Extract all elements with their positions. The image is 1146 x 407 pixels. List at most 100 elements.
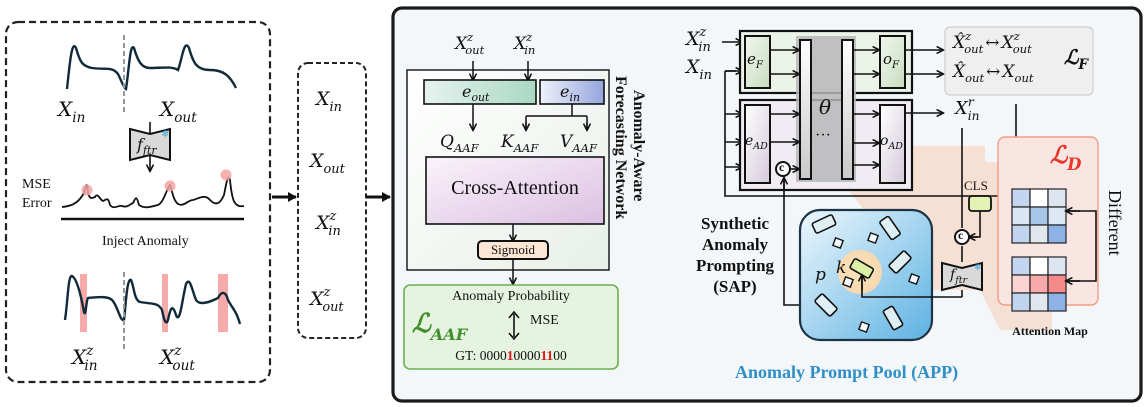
aaf-input-xz-out: Xzout — [455, 30, 485, 57]
input-xz-in: Xzin — [316, 209, 341, 239]
e-ad-label: eAD — [745, 133, 768, 152]
input-x-in: Xin — [316, 88, 342, 115]
e-out-encoder — [423, 79, 537, 105]
backbone-input-x: Xin — [686, 56, 712, 83]
prompt-item — [811, 214, 837, 234]
gt-bit: 0 — [553, 348, 560, 363]
o-ad-label: oAD — [880, 133, 903, 152]
label-xz-in: Xzin — [72, 343, 98, 374]
prompt-item — [882, 305, 904, 331]
aaf-loss-box — [403, 284, 619, 370]
loss-d: ℒD — [1050, 140, 1082, 174]
prompt-key — [907, 272, 921, 286]
forecast-loss-row-2: X̂out↔Xout — [953, 62, 1034, 85]
attention-map-normal-cell — [1029, 188, 1049, 208]
attention-map-anomaly-cell — [1047, 274, 1067, 294]
prompt-key — [857, 320, 871, 334]
label-x-out: Xout — [160, 97, 197, 126]
o-ad-head — [879, 104, 906, 184]
e-f-encoder — [744, 35, 771, 89]
attention-map-anomaly-cell — [1011, 256, 1031, 276]
gt-bit: 0 — [559, 348, 567, 363]
extractor-label: fftr — [137, 135, 157, 157]
loss-aaf: ℒAAF — [412, 309, 468, 344]
selected-prompt — [849, 258, 875, 279]
mse-arrowheads — [508, 310, 520, 341]
anomaly-peak-2 — [164, 180, 176, 192]
v-aaf-label: VAAF — [560, 132, 597, 155]
gt-bit: 0 — [493, 348, 500, 363]
gt-bit: 1 — [540, 348, 547, 363]
different-bracket — [1066, 210, 1097, 282]
attention-map-normal-cell — [1029, 206, 1049, 226]
gt-bit: 0 — [486, 348, 494, 363]
anomaly-probability-label: Anomaly Probability — [452, 289, 570, 304]
concat-node-2 — [954, 229, 970, 245]
kv-split — [525, 104, 588, 130]
forecast-loss-box — [944, 26, 1094, 96]
preprocess-panel — [4, 20, 272, 384]
loss-f: ℒF — [1064, 45, 1089, 73]
ground-truth-label: GT: 0000100001100 — [455, 348, 567, 363]
attention-map-normal-cell — [1047, 206, 1067, 226]
snowflake-icon: ❄ — [974, 262, 982, 272]
anomaly-band-1 — [80, 274, 87, 332]
attention-map-normal-cell — [1047, 224, 1067, 244]
attention-map-anomaly-cell — [1029, 256, 1049, 276]
label-xz-out: Xzout — [160, 343, 195, 374]
label-x-in: Xin — [58, 97, 86, 126]
prompt-key — [841, 275, 855, 289]
backbone-layer-n — [841, 39, 854, 180]
attention-map-normal-cell — [1047, 188, 1067, 208]
concat-symbol-1: c — [779, 160, 785, 174]
gt-bit: 1 — [506, 348, 514, 363]
prompt-items — [811, 214, 921, 334]
attention-map-anomaly-cell — [1029, 274, 1049, 294]
original-series — [65, 44, 238, 91]
e-in-encoder — [539, 79, 605, 105]
inputs-box — [297, 62, 367, 339]
gt-bit: 0 — [533, 348, 541, 363]
frozen-extractor — [129, 127, 171, 162]
gt-bit: 0 — [526, 348, 534, 363]
gt-bit: 0 — [499, 348, 507, 363]
mse-label: MSE — [530, 313, 559, 328]
gt-bit: 0 — [520, 348, 527, 363]
anomaly-band-2 — [162, 274, 168, 332]
o-f-label: oF — [883, 50, 900, 71]
attention-map-label: Attention Map — [1012, 324, 1088, 338]
key-k-label: k — [836, 258, 847, 278]
anomaly-peak-1 — [81, 184, 93, 196]
frozen-extractor-2 — [941, 261, 983, 292]
e-in-label: ein — [560, 82, 580, 104]
anomaly-peak-3 — [220, 169, 232, 181]
discrepancy-shade — [815, 146, 1052, 330]
concat-node-1 — [775, 161, 791, 177]
forecast-loss-row-1: X̂zout↔Xzout — [953, 29, 1032, 56]
sigmoid-label: Sigmoid — [490, 242, 536, 257]
o-f-head — [879, 35, 906, 89]
attention-map-normal-cell — [1029, 224, 1049, 244]
anomaly-series — [63, 274, 242, 325]
attention-map-normal-cell — [1011, 224, 1031, 244]
prompt-item — [888, 250, 912, 274]
input-xz-out: Xzout — [310, 285, 344, 315]
anomaly-prompt-pool-title: Anomaly Prompt Pool (APP) — [735, 362, 959, 382]
input-x-out: Xout — [310, 150, 345, 177]
attention-map-anomaly-cell — [1047, 256, 1067, 276]
attention-map-anomaly-cell — [1011, 274, 1031, 294]
attention-map-normal-cell — [1011, 188, 1031, 208]
cls-label: CLS — [964, 178, 988, 193]
snowflake-icon: ❄ — [161, 129, 170, 140]
mse-error-curve — [61, 176, 245, 209]
extractor-2-label: fftr — [950, 267, 968, 286]
cls-token — [968, 195, 992, 212]
aaf-input-xz-in: Xzin — [514, 30, 536, 57]
prompt-p-label: p — [815, 265, 826, 285]
cross-attention-label: Cross-Attention — [451, 177, 579, 199]
ground-truth-bits: 0000100001100 — [480, 348, 567, 363]
